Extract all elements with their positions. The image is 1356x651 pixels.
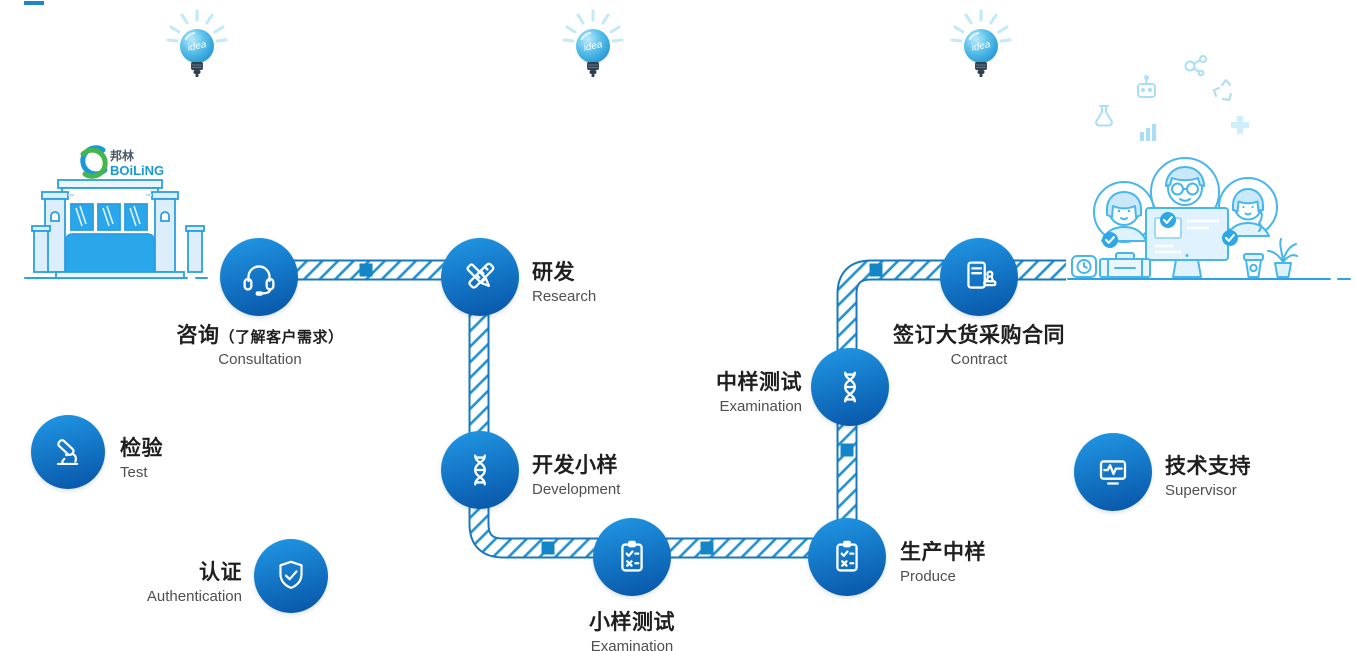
flask-icon — [1095, 105, 1113, 127]
idea-bulb-icon: idea — [562, 9, 624, 78]
recycle-icon — [1213, 79, 1232, 101]
node-title: 检验 — [120, 437, 163, 460]
node-title: 小样测试 — [589, 611, 675, 634]
node-authentication — [254, 539, 328, 613]
label-mid-examination: 中样测试 Examination — [716, 366, 802, 415]
node-title: 技术支持 — [1165, 455, 1251, 478]
person-girl — [1226, 222, 1270, 237]
logo-cn-text: 邦林 — [110, 148, 134, 163]
node-development — [441, 431, 519, 509]
dna-icon — [474, 454, 486, 486]
node-mid-examination — [811, 348, 889, 426]
node-subtitle: Consultation — [218, 351, 302, 368]
idea-bulb-icon: idea — [950, 9, 1012, 78]
floating-icons — [1095, 55, 1249, 141]
node-title: 生产中样 — [900, 541, 986, 564]
label-research: 研发 Research — [532, 256, 596, 305]
clipboard-check-icon — [836, 540, 858, 572]
shield-check-icon — [279, 560, 303, 590]
label-contract: 签订大货采购合同 Contract — [893, 319, 1065, 368]
node-research — [441, 238, 519, 316]
node-contract — [940, 238, 1018, 316]
node-consultation — [220, 238, 298, 316]
node-subtitle: Supervisor — [1165, 482, 1237, 499]
node-test — [31, 415, 105, 489]
node-support — [1074, 433, 1152, 511]
svg-text:idea: idea — [187, 39, 208, 54]
plant-icon — [1267, 238, 1298, 263]
label-development: 开发小样 Development — [532, 449, 620, 498]
label-produce: 生产中样 Produce — [900, 536, 986, 585]
node-subtitle: Produce — [900, 568, 956, 585]
svg-text:idea: idea — [583, 39, 604, 54]
label-authentication: 认证 Authentication — [147, 556, 242, 605]
node-title: 签订大货采购合同 — [893, 324, 1065, 347]
braid — [1258, 209, 1263, 232]
company-logo: 邦林 BOiLiNG — [80, 145, 164, 179]
monitor-pulse-icon — [1099, 460, 1127, 485]
node-title: 咨询 — [176, 324, 220, 347]
path-squares — [359, 263, 883, 555]
node-subtitle: Development — [532, 481, 621, 498]
contract-stamp-icon — [967, 261, 997, 289]
molecule-icon — [1184, 60, 1196, 72]
bar-chart-icon — [1140, 124, 1156, 141]
label-support: 技术支持 Supervisor — [1165, 450, 1251, 499]
node-subtitle: Examination — [590, 638, 674, 651]
logo-en-text: BOiLiNG — [110, 163, 164, 178]
microscope-icon — [56, 439, 79, 466]
node-subtitle: Test — [120, 464, 148, 481]
node-title: 认证 — [199, 561, 242, 584]
label-consultation: 咨询（了解客户需求） Consultation — [176, 319, 343, 368]
node-subtitle: Research — [532, 288, 597, 305]
node-title: 开发小样 — [532, 454, 618, 477]
dna-icon — [844, 371, 856, 403]
node-title: 研发 — [532, 261, 575, 284]
node-title-suffix: （了解客户需求） — [219, 329, 344, 346]
node-subtitle: Contract — [950, 351, 1008, 368]
company-building-illustration: 邦林 BOiLiNG — [31, 145, 205, 279]
team-illustration — [1071, 55, 1298, 278]
check-badges — [1102, 212, 1238, 248]
idea-bulb-icon: idea — [166, 9, 228, 78]
desk-items — [1071, 238, 1298, 278]
medical-cross-icon — [1231, 116, 1249, 134]
node-sample-examination — [593, 518, 671, 596]
node-produce — [808, 518, 886, 596]
label-test: 检验 Test — [120, 432, 163, 481]
node-title: 中样测试 — [716, 371, 802, 394]
label-sample-examination: 小样测试 Examination — [589, 606, 675, 651]
svg-text:idea: idea — [971, 39, 992, 54]
pencil-ruler-icon — [466, 262, 495, 289]
robot-icon — [1137, 83, 1156, 98]
node-subtitle: Authentication — [146, 588, 242, 605]
headset-icon — [243, 265, 275, 296]
top-left-accent-bar — [24, 1, 44, 5]
monitor-illustration — [1145, 207, 1229, 278]
node-subtitle: Examination — [719, 398, 802, 415]
clipboard-check-icon — [621, 540, 643, 572]
